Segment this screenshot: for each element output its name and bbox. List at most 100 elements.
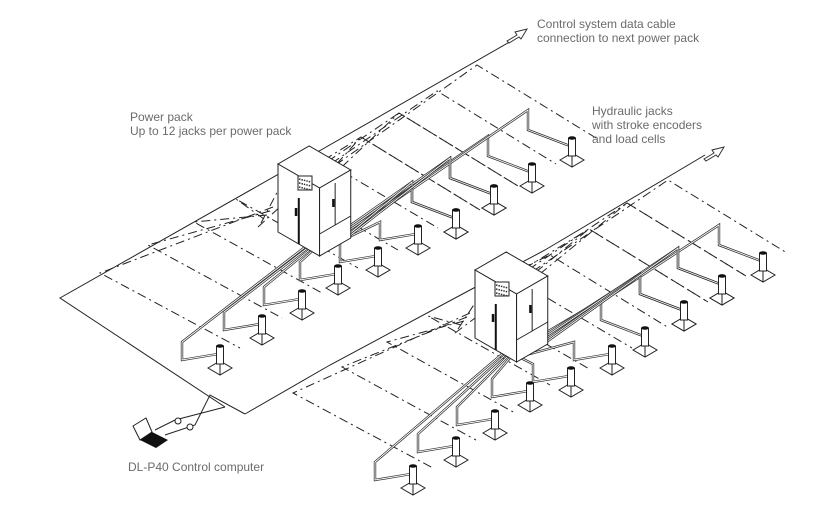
jack-ram: [216, 344, 224, 348]
jack-cylinder: [680, 301, 688, 321]
hydraulic-hose-core: [263, 242, 319, 306]
hydraulic-jack-icon: [750, 251, 776, 283]
hydraulic-hose: [347, 179, 455, 236]
hydraulic-hose-core: [223, 239, 319, 331]
hydraulic-hose-core: [347, 181, 455, 236]
label-line: Power pack: [130, 110, 193, 124]
power-pack-group-2: [291, 179, 788, 496]
jack-ram: [452, 436, 460, 440]
jack-cylinder: [490, 185, 498, 205]
encoder-cable: [385, 320, 516, 414]
hydraulic-jack-icon: [671, 300, 697, 332]
laptop-keyboard: [140, 432, 168, 448]
encoder-cable: [319, 64, 597, 177]
jack-cylinder: [334, 265, 342, 285]
jack-cylinder: [409, 465, 417, 485]
hydraulic-jack-icon: [289, 289, 315, 321]
encoder-cable: [516, 179, 788, 283]
hydraulic-hose-core: [544, 247, 721, 344]
label-line: Control system data cable: [537, 17, 676, 31]
hydraulic-hose: [544, 222, 762, 341]
door-handle: [529, 305, 532, 313]
hydraulic-jack-icon: [519, 162, 545, 194]
jack-ram: [680, 300, 688, 304]
cabinet-icon: [277, 145, 352, 257]
hydraulic-jack-icon: [325, 264, 351, 296]
hydraulic-hose-core: [417, 345, 516, 453]
label-power-pack: Power pack Up to 12 jacks per power pack: [130, 110, 291, 138]
door-handle: [491, 314, 495, 322]
jack-cylinder: [759, 252, 767, 272]
hydraulic-jack-icon: [405, 224, 431, 256]
control-computer: [132, 417, 168, 448]
encoder-cable: [315, 90, 557, 175]
jack-cylinder: [608, 345, 616, 365]
cable-connector: [174, 417, 182, 425]
encoder-cable: [512, 202, 747, 281]
hydraulic-hose-core: [544, 224, 762, 340]
jack-ram: [528, 162, 536, 166]
data-cable-network: [59, 35, 706, 436]
door-handle: [332, 199, 335, 207]
jack-ram: [334, 264, 342, 268]
jack-ram: [258, 314, 266, 318]
hydraulic-hose: [544, 245, 721, 344]
arrows: [506, 28, 726, 162]
jack-ram: [526, 381, 534, 385]
jack-cylinder: [641, 327, 649, 347]
jack-ram: [374, 246, 382, 250]
jack-cylinder: [491, 410, 499, 430]
jack-ram: [414, 224, 422, 228]
jack-cylinder: [298, 290, 306, 310]
label-line: Up to 12 jacks per power pack: [130, 124, 292, 138]
hydraulic-jack-icon: [709, 274, 735, 306]
side-shelf: [516, 321, 548, 341]
panel-buttons: [298, 186, 312, 191]
jack-cylinder: [452, 209, 460, 229]
encoder-cable: [427, 315, 551, 386]
label-line: connection to next power pack: [537, 31, 700, 45]
hydraulic-jack-icon: [400, 464, 426, 496]
label-control-computer: DL-P40 Control computer: [128, 460, 265, 474]
jack-ram: [567, 366, 575, 370]
hydraulic-hose-core: [544, 273, 683, 342]
jack-cylinder: [528, 163, 536, 183]
hydraulic-jack-icon: [365, 246, 391, 278]
jack-ram: [298, 289, 306, 293]
hydraulic-hose-core: [347, 157, 493, 238]
jack-cylinder: [452, 437, 460, 457]
jack-ram: [452, 208, 460, 212]
door-handle: [294, 208, 298, 216]
label-hydraulic-jacks: Hydraulic jacks with stroke encoders and…: [592, 104, 702, 146]
panel-buttons: [495, 284, 509, 289]
encoder-cable: [98, 206, 274, 349]
hydraulic-jack-icon: [207, 344, 233, 376]
hydraulic-hose-core: [181, 236, 319, 361]
data-cable-to-next-pack-2: [244, 154, 706, 415]
hydraulic-jack-icon: [443, 436, 469, 468]
jack-ram: [490, 184, 498, 188]
hydraulic-hose-core: [491, 351, 529, 398]
encoder-cable: [327, 112, 519, 187]
outline-arrow-icon: [703, 146, 726, 162]
hydraulic-jack-icon: [443, 208, 469, 240]
jack-ram: [409, 464, 417, 468]
panel-buttons: [298, 182, 312, 187]
hydraulic-jack-icon: [599, 344, 625, 376]
label-line: Hydraulic jacks: [592, 104, 673, 118]
outline-arrow-icon: [506, 28, 529, 44]
encoder-cable: [291, 312, 471, 469]
hydraulic-jack-icon: [559, 136, 585, 168]
hydraulic-hose-core: [456, 348, 516, 426]
hydraulic-jack-icon: [558, 366, 584, 398]
jack-cylinder: [718, 275, 726, 295]
hydraulic-jack-icon: [249, 314, 275, 346]
cable-connector: [186, 423, 194, 431]
label-line: and load cells: [592, 132, 666, 146]
data-cable-to-next-pack: [299, 35, 521, 163]
hydraulic-hose-core: [299, 245, 337, 281]
label-next-power-pack: Control system data cable connection to …: [537, 17, 699, 45]
power-pack-group-1: [98, 64, 597, 376]
jack-cylinder: [568, 137, 576, 157]
